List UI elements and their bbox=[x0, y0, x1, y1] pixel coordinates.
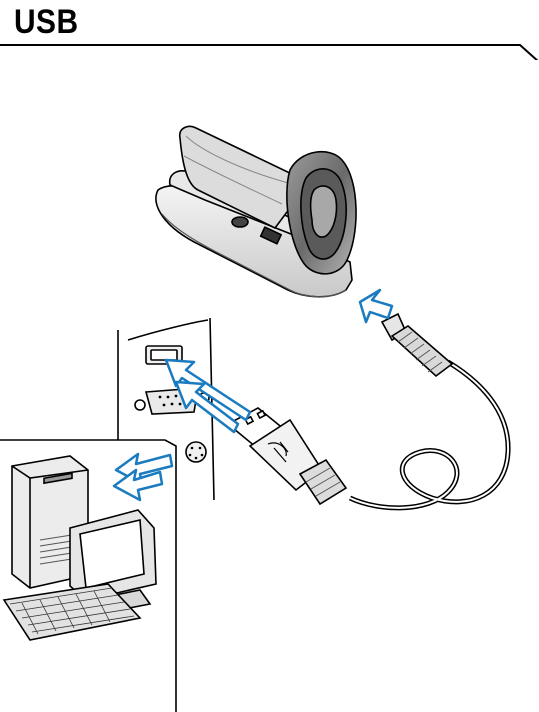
usb-cable-icon bbox=[228, 314, 508, 508]
cordless-scanner-in-cradle-icon bbox=[156, 126, 356, 296]
